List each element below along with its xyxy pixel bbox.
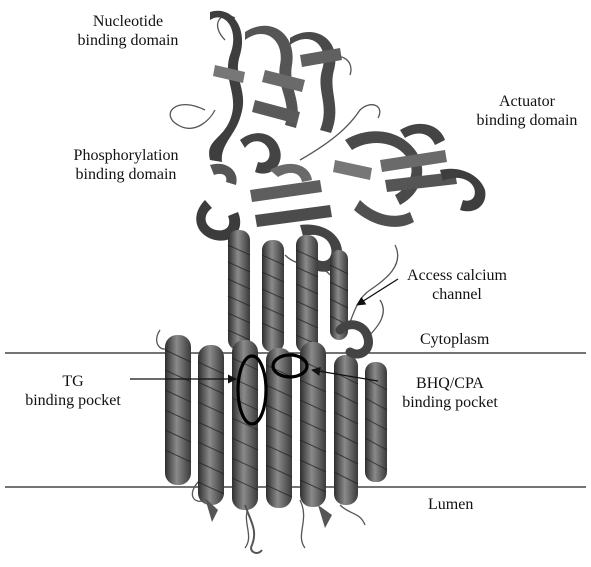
- cytoplasm-label: Cytoplasm: [420, 330, 489, 349]
- actuator-domain-label: Actuator binding domain: [466, 92, 588, 130]
- lumen-label: Lumen: [428, 495, 473, 514]
- tg-pocket-label: TG binding pocket: [14, 372, 132, 410]
- actuator-label-line2: binding domain: [466, 111, 588, 130]
- actuator-domain-ribbons: [333, 124, 485, 227]
- nucleotide-domain-ribbons: [209, 11, 342, 174]
- actuator-label-line1: Actuator: [466, 92, 588, 111]
- nucleotide-label-line1: Nucleotide: [60, 12, 196, 31]
- bhq-label-line2: binding pocket: [380, 393, 520, 412]
- phosphorylation-label-line1: Phosphorylation: [46, 146, 206, 165]
- tg-label-line2: binding pocket: [14, 391, 132, 410]
- access-label-line2: channel: [392, 285, 522, 304]
- nucleotide-label-line2: binding domain: [60, 31, 196, 50]
- stalk-helices: [228, 230, 348, 353]
- access-channel-label: Access calcium channel: [392, 266, 522, 304]
- phosphorylation-label-line2: binding domain: [46, 165, 206, 184]
- bhq-label-line1: BHQ/CPA: [380, 374, 520, 393]
- access-label-line1: Access calcium: [392, 266, 522, 285]
- phosphorylation-domain-label: Phosphorylation binding domain: [46, 146, 206, 184]
- nucleotide-domain-label: Nucleotide binding domain: [60, 12, 196, 50]
- tg-label-line1: TG: [14, 372, 132, 391]
- bhq-pocket-label: BHQ/CPA binding pocket: [380, 374, 520, 412]
